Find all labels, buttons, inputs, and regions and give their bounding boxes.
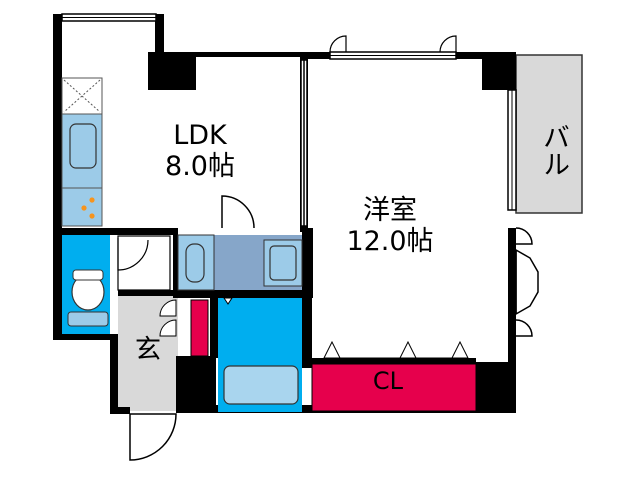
western-room-size: 12.0帖 xyxy=(346,226,434,258)
ldk-size: 8.0帖 xyxy=(165,151,235,183)
door-ldk xyxy=(221,195,255,229)
sliding-door-ldk xyxy=(300,59,308,227)
balcony-label: バル xyxy=(538,123,569,177)
shoe-cabinet xyxy=(190,299,209,357)
ldk-label: LDK 8.0帖 xyxy=(150,120,250,182)
balcony xyxy=(515,54,583,214)
western-room-label: 洋室 12.0帖 xyxy=(330,195,450,257)
closet-label: CL xyxy=(372,367,404,395)
entrance-label: 玄 xyxy=(134,335,161,365)
door-entrance-inner xyxy=(159,299,177,337)
closet-doors xyxy=(323,340,469,359)
front-door xyxy=(129,413,177,461)
bathroom xyxy=(218,297,302,412)
kitchen-counter xyxy=(61,77,103,227)
western-room-name: 洋室 xyxy=(363,195,417,226)
bay-window xyxy=(515,227,539,337)
washroom xyxy=(177,234,303,291)
ldk-name: LDK xyxy=(173,120,227,151)
closet xyxy=(311,363,477,412)
door-toilet xyxy=(117,238,149,271)
toilet xyxy=(62,235,110,334)
